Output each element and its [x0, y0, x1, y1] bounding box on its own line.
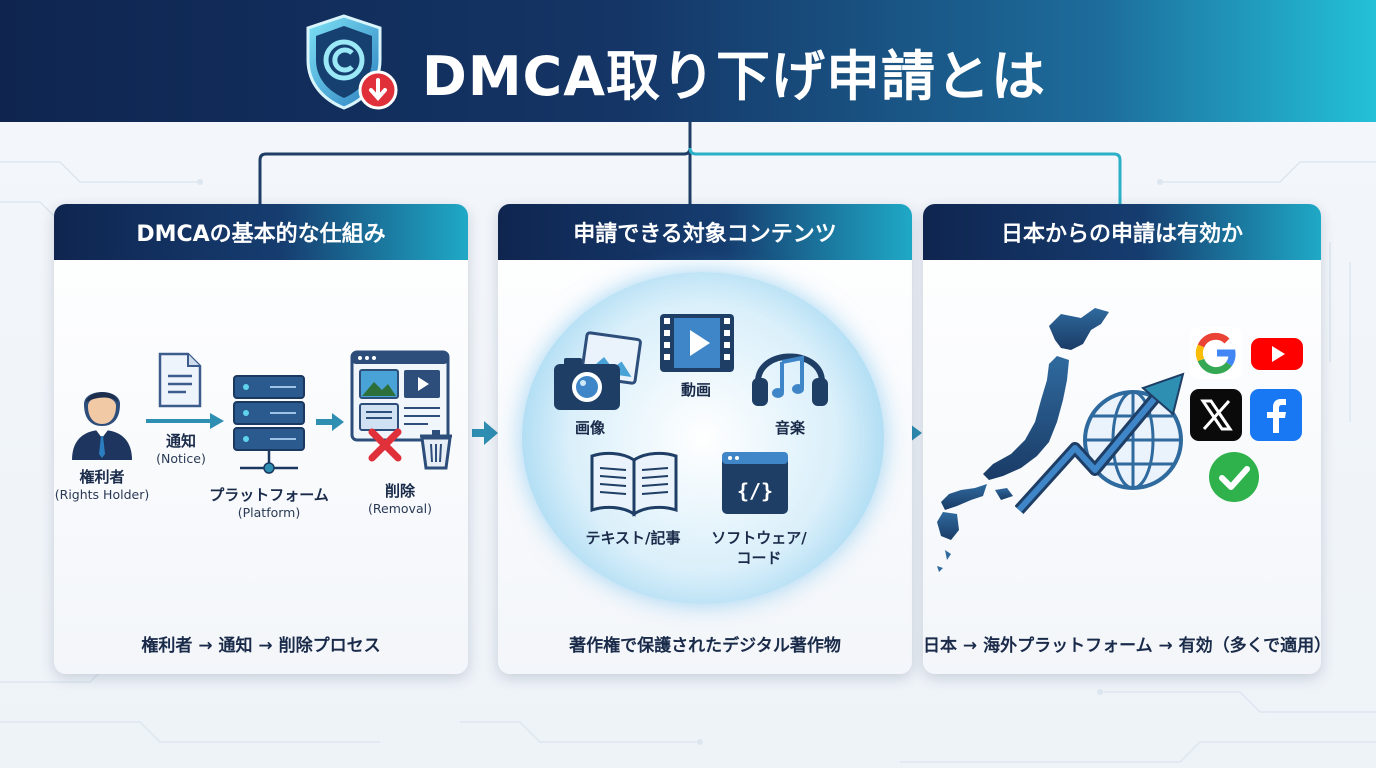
card-dmca-basics: DMCAの基本的な仕組み 権利者 (Rights Holder) 通知 (Not…	[54, 204, 468, 674]
server-icon	[233, 375, 305, 474]
web-content-removal-icon	[350, 350, 452, 470]
rights-holder-icon	[72, 392, 132, 460]
page-title: DMCA取り下げ申請とは	[422, 45, 1046, 108]
document-icon	[158, 352, 202, 408]
book-icon	[590, 451, 678, 517]
video-label: 動画	[680, 381, 711, 399]
code-icon: {/}	[722, 452, 788, 514]
x-icon	[1190, 389, 1242, 441]
video-icon	[660, 314, 734, 372]
platform-label: プラットフォーム (Platform)	[209, 486, 329, 520]
facebook-icon	[1250, 389, 1302, 441]
header-banner: DMCA取り下げ申請とは	[0, 0, 1376, 122]
card-footer: 著作権で保護されたデジタル著作物	[569, 636, 841, 656]
circuit-background	[0, 161, 1376, 763]
global-growth-icon	[1015, 372, 1185, 515]
card-target-content: 申請できる対象コンテンツ 画像 動画 音楽 テキスト/記事	[498, 204, 912, 674]
arrow-right-icon	[146, 413, 224, 429]
rights-holder-label: 権利者 (Rights Holder)	[54, 468, 150, 502]
removal-label: 削除 (Removal)	[368, 482, 432, 516]
arrow-right-icon	[316, 413, 344, 431]
card-title: 日本からの申請は有効か	[923, 204, 1321, 260]
japan-map-icon	[937, 308, 1109, 572]
copyright-shield-icon	[306, 14, 398, 110]
software-code-label: ソフトウェア/ コード	[711, 529, 807, 567]
music-label: 音楽	[774, 419, 805, 437]
youtube-icon	[1251, 338, 1303, 370]
card-japan-validity: 日本からの申請は有効か	[923, 204, 1321, 674]
notice-label: 通知 (Notice)	[156, 432, 206, 466]
camera-icon	[554, 331, 642, 410]
image-label: 画像	[574, 419, 605, 437]
arrow-right-icon	[472, 421, 498, 445]
svg-text:{/}: {/}	[737, 479, 773, 503]
headphones-music-icon	[752, 353, 828, 406]
card-title: DMCAの基本的な仕組み	[54, 204, 468, 260]
card-title: 申請できる対象コンテンツ	[498, 204, 912, 260]
card-footer: 日本 → 海外プラットフォーム → 有効（多くで適用）	[923, 636, 1321, 656]
text-article-label: テキスト/記事	[585, 529, 681, 547]
google-icon	[1190, 327, 1242, 379]
card-footer: 権利者 → 通知 → 削除プロセス	[141, 636, 381, 656]
check-icon	[1209, 452, 1259, 502]
